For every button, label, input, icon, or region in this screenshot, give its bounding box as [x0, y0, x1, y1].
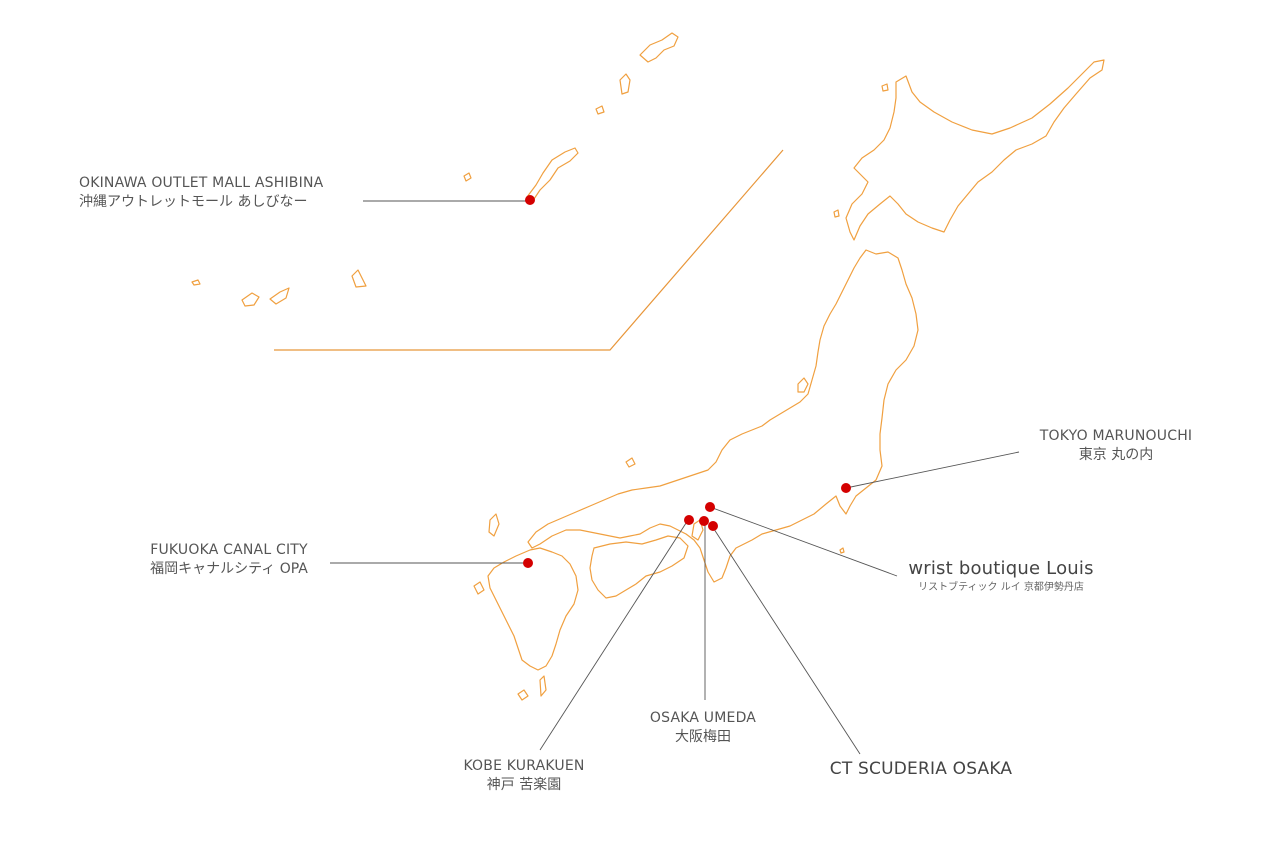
island-ryukyu-north [639, 32, 679, 63]
pin-scuderia[interactable] [708, 521, 718, 531]
island-honshu [527, 249, 919, 583]
island-ishigaki [269, 287, 290, 305]
store-name-en: TOKYO MARUNOUCHI [1039, 428, 1193, 444]
island-amami [619, 73, 631, 95]
island-small-b [463, 172, 472, 182]
pin-louis-kyoto[interactable] [705, 502, 715, 512]
island-izu [839, 547, 845, 554]
island-okushiri [833, 209, 840, 218]
store-name-ja: 東京 丸の内 [1078, 446, 1154, 463]
pin-umeda[interactable] [699, 516, 709, 526]
store-name-ja: 大阪梅田 [674, 728, 731, 745]
store-okinawa[interactable]: OKINAWA OUTLET MALL ASHIBINA 沖縄アウトレットモール… [79, 174, 323, 212]
store-name-en: FUKUOKA CANAL CITY [150, 542, 308, 558]
island-yakushima [517, 689, 529, 701]
island-shikoku [589, 535, 689, 599]
island-rishiri [881, 83, 889, 92]
store-kobe[interactable]: KOBE KURAKUEN 神戸 苦楽園 [463, 757, 584, 795]
store-umeda[interactable]: OSAKA UMEDA 大阪梅田 [650, 709, 756, 747]
leader-louis [709, 506, 898, 577]
pin-okinawa[interactable] [525, 195, 535, 205]
island-oki [625, 457, 636, 468]
store-name-ja: 神戸 苦楽園 [486, 776, 562, 793]
store-scuderia[interactable]: CT SCUDERIA OSAKA [830, 758, 1012, 781]
leader-tokyo [845, 451, 1020, 489]
island-yonaguni [191, 279, 201, 286]
island-okinawa-main [526, 147, 579, 200]
inset-divider [274, 149, 784, 351]
island-tsushima [488, 513, 500, 537]
island-hokkaido [845, 59, 1105, 241]
pin-fukuoka[interactable] [523, 558, 533, 568]
island-tanegashima [539, 675, 547, 697]
store-tokyo[interactable]: TOKYO MARUNOUCHI 東京 丸の内 [1040, 427, 1193, 465]
store-name-en: CT SCUDERIA OSAKA [829, 759, 1013, 779]
store-name-en: OSAKA UMEDA [649, 710, 757, 726]
store-name-ja: 福岡キャナルシティ OPA [150, 560, 308, 577]
store-name-en: OKINAWA OUTLET MALL ASHIBINA [79, 175, 324, 191]
leader-scuderia [711, 525, 861, 755]
island-iriomote [241, 292, 260, 307]
island-small-a [595, 105, 605, 115]
leader-kobe [539, 519, 689, 751]
island-sado [797, 377, 809, 393]
store-name-ja: リストブティック ルイ 京都伊勢丹店 [918, 582, 1084, 594]
store-louis[interactable]: wrist boutique Louis リストブティック ルイ 京都伊勢丹店 [908, 557, 1093, 595]
store-name-en: KOBE KURAKUEN [463, 758, 585, 774]
store-name-ja: 沖縄アウトレットモール あしびなー [79, 193, 308, 210]
island-goto [473, 581, 485, 595]
pin-kobe[interactable] [684, 515, 694, 525]
island-awaji [691, 519, 704, 541]
island-miyako [351, 269, 367, 288]
okinawa-inset [191, 32, 679, 307]
island-kyushu [487, 547, 579, 671]
pin-tokyo[interactable] [841, 483, 851, 493]
store-name-en: wrist boutique Louis [908, 558, 1094, 579]
store-fukuoka[interactable]: FUKUOKA CANAL CITY 福岡キャナルシティ OPA [150, 541, 308, 579]
